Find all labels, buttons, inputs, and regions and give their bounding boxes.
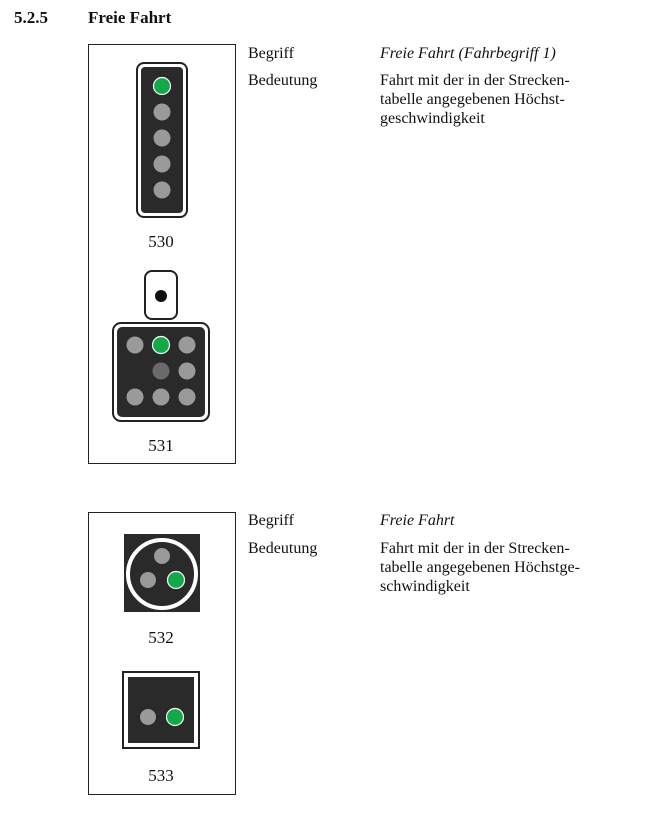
signal-532-ring: [126, 538, 198, 610]
caption-530: 530: [148, 232, 174, 251]
signal-531-lamp-green: [151, 335, 171, 355]
signal-533-lamp-grey: [140, 709, 156, 725]
signal-533-lamp-green: [165, 707, 185, 727]
bedeutung-text: Fahrt mit der in der Strecken- tabelle a…: [380, 539, 610, 596]
signal-532-panel: [124, 534, 200, 612]
signal-531-lamp-grey: [178, 362, 196, 380]
signal-531-lamp-grey: [152, 388, 170, 406]
signal-532-lamp-grey: [154, 548, 170, 564]
signal-531-lamp-grey: [178, 388, 196, 406]
signal-531-indicator-dot: [155, 290, 167, 302]
bedeutung-line: schwindigkeit: [380, 578, 470, 595]
bedeutung-line: tabelle angegebenen Höchst-: [380, 91, 565, 108]
bedeutung-line: Fahrt mit der in der Strecken-: [380, 72, 570, 89]
signal-531-lamp-dark: [152, 362, 170, 380]
figure-box-530-531: [88, 44, 236, 464]
signal-532-lamp-grey: [140, 572, 156, 588]
caption-533: 533: [148, 766, 174, 785]
section-title: Freie Fahrt: [88, 8, 172, 27]
signal-530-lamp-grey: [153, 103, 171, 121]
bedeutung-line: geschwindigkeit: [380, 110, 485, 127]
signal-530-lamp-grey: [153, 155, 171, 173]
signal-533-panel: [128, 677, 194, 743]
signal-530: [136, 62, 188, 218]
signal-530-lamp-grey: [153, 181, 171, 199]
begriff-value: Freie Fahrt (Fahrbegriff 1): [380, 45, 556, 62]
signal-532-lamp-green: [166, 570, 186, 590]
signal-533: [122, 671, 200, 749]
signal-531: [112, 270, 210, 422]
caption-532: 532: [148, 628, 174, 647]
figure-box-532-533: [88, 512, 236, 795]
signal-531-lamp-grey: [126, 336, 144, 354]
section-number: 5.2.5: [14, 8, 48, 27]
signal-530-lamp-green: [152, 76, 172, 96]
signal-532: [124, 534, 200, 612]
bedeutung-line: Fahrt mit der in der Strecken-: [380, 540, 570, 557]
signal-530-lamp-grey: [153, 129, 171, 147]
bedeutung-line: tabelle angegebenen Höchstge-: [380, 559, 580, 576]
begriff-label: Begriff: [248, 45, 294, 62]
begriff-label: Begriff: [248, 512, 294, 529]
signal-531-lamp-grey: [126, 388, 144, 406]
begriff-value: Freie Fahrt: [380, 512, 455, 529]
signal-531-lamp-grey: [178, 336, 196, 354]
bedeutung-label: Bedeutung: [248, 540, 318, 557]
bedeutung-text: Fahrt mit der in der Strecken- tabelle a…: [380, 71, 610, 128]
bedeutung-label: Bedeutung: [248, 72, 318, 89]
caption-531: 531: [148, 436, 174, 455]
